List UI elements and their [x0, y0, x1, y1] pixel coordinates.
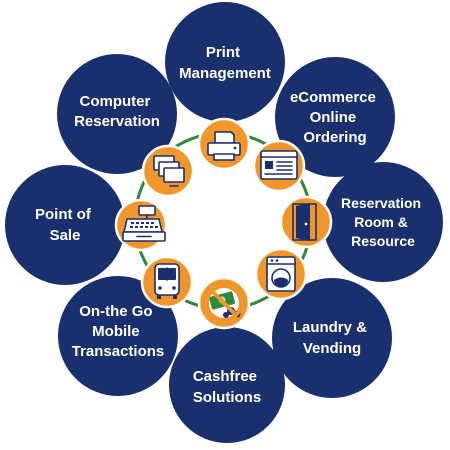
svg-text:Cashfree Solutions: Cashfree Solutions	[193, 368, 261, 406]
svg-text:eCommerce Online O: eCommerce Online Ordering	[290, 89, 380, 146]
service-pos: Point of Sale	[5, 165, 125, 285]
door-icon	[279, 195, 333, 249]
bus-icon	[140, 255, 194, 309]
service-mobile: On-the Go Mobile Transactions	[58, 276, 178, 396]
svg-text:On-the Go Mobile T: On-the Go Mobile Transactions	[72, 303, 165, 360]
cash-register-icon	[114, 198, 168, 252]
service-reservation-room: Reservation Room & Resource	[323, 162, 443, 282]
svg-text:Point of Sale: Point of Sale	[35, 206, 95, 244]
svg-text:Print Management: Print Management	[179, 44, 271, 82]
service-cashfree: Cashfree Solutions	[169, 327, 285, 443]
svg-text:Reservation Room &: Reservation Room & Resource	[341, 195, 425, 249]
service-ecommerce: eCommerce Online Ordering	[275, 57, 395, 177]
service-print: Print Management	[165, 2, 285, 122]
service-laundry: Laundry & Vending	[272, 278, 392, 398]
no-cash-icon	[197, 276, 251, 330]
printer-icon	[197, 117, 251, 171]
washing-machine-icon	[254, 247, 308, 301]
service-computer: Computer Reservation	[57, 54, 177, 174]
svg-text:Laundry & Vending: Laundry & Vending	[293, 319, 371, 357]
web-page-icon	[252, 139, 306, 193]
computer-screens-icon	[141, 144, 195, 198]
svg-text:Computer Reservation: Computer Reservation	[74, 93, 160, 130]
